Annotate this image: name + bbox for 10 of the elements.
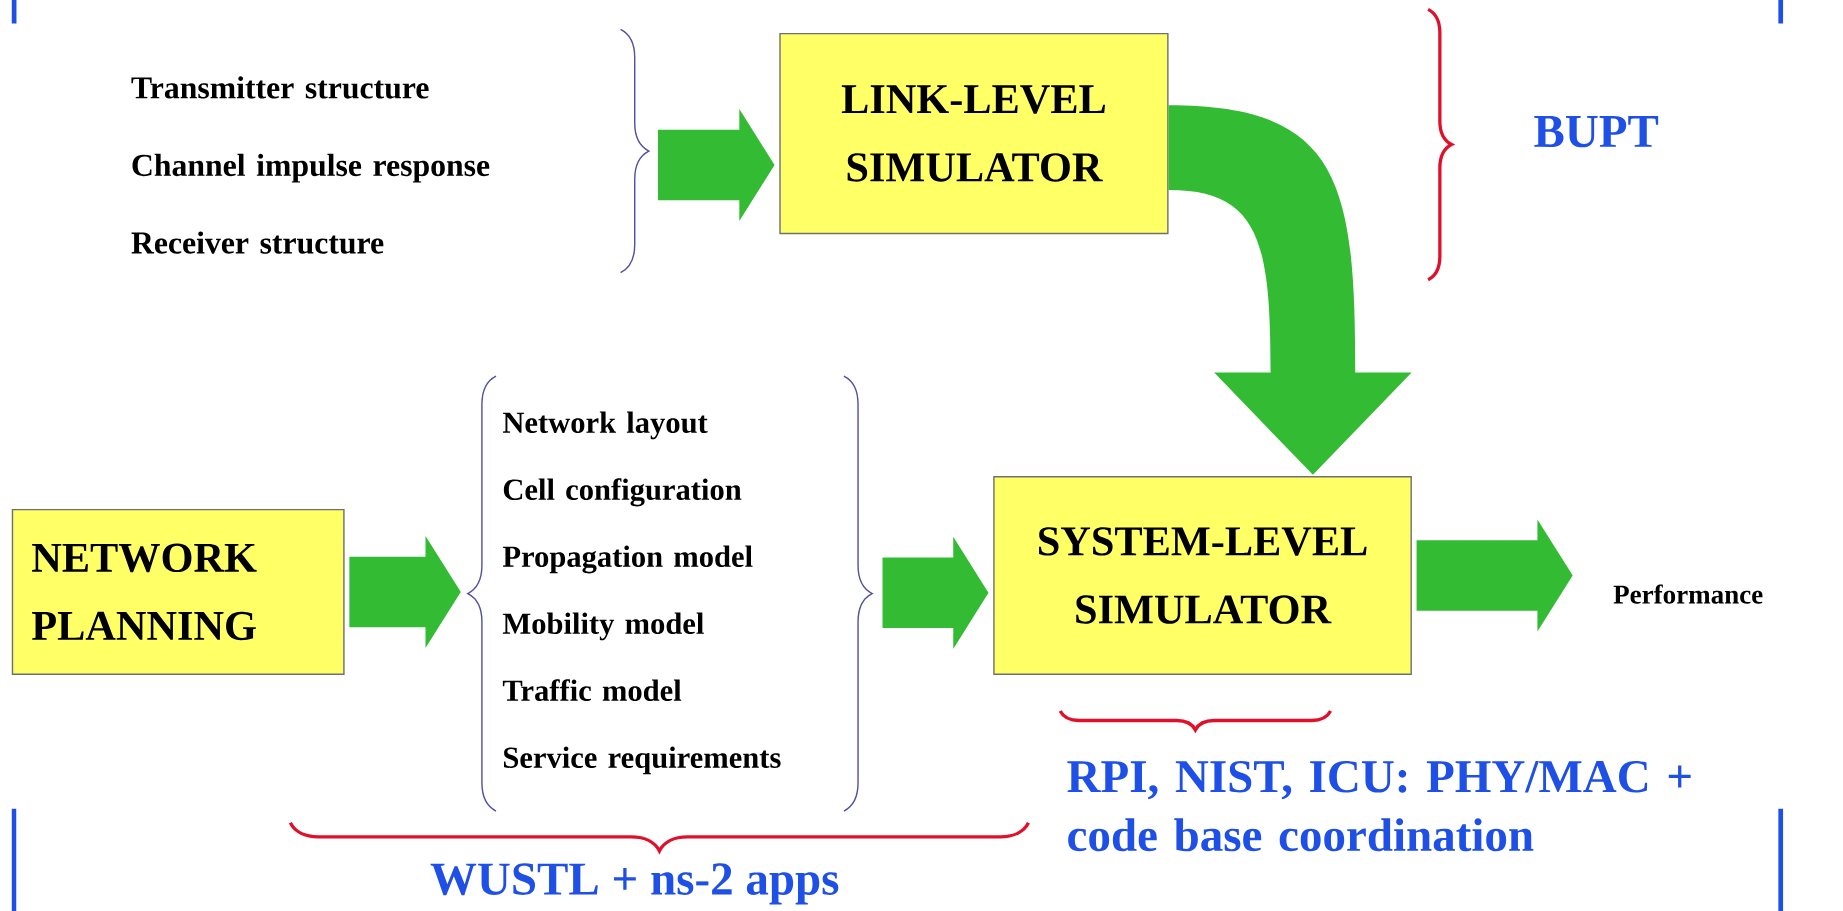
output-text: Performance <box>1613 584 1763 604</box>
group-label: WUSTL + ns-2 apps <box>430 863 839 905</box>
group-label: BUPT <box>1534 116 1659 148</box>
group-label: RPI, NIST, ICU: PHY/MAC + code base coordination <box>1067 761 1691 852</box>
item-list: Network layout Cell configuration Propagation model Mobility model Traffic model Service requirements <box>467 375 873 812</box>
simulator-box: SYSTEM-LEVEL SIMULATOR <box>993 476 1412 675</box>
simulator-box: LINK-LEVEL SIMULATOR <box>779 32 1169 235</box>
item-list: Transmitter structure Channel impulse response Receiver structure <box>131 28 650 274</box>
simulator-box: NETWORK PLANNING <box>11 509 345 675</box>
curved-block-arrow <box>1168 105 1412 475</box>
